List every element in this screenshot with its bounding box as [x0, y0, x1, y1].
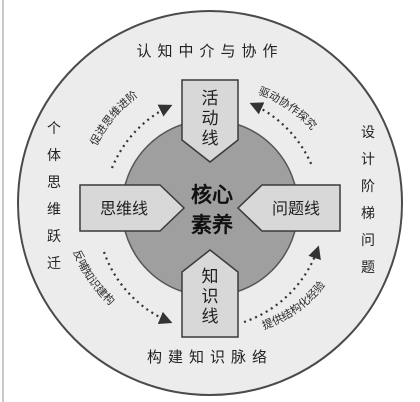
arm-right: [236, 184, 341, 232]
ring-left-char: 个: [47, 121, 61, 137]
ring-right-char: 问: [361, 233, 375, 249]
arrow-bottom-right: [243, 245, 321, 324]
ring-left-char: 跃: [47, 229, 61, 245]
ring-left-char: 思: [47, 175, 61, 191]
ring-right-char: 计: [361, 152, 375, 168]
ring-left-char: 维: [47, 202, 61, 218]
ring-right-char: 阶: [361, 179, 375, 195]
ring-bottom-label: 构建知识脉络: [147, 348, 273, 366]
arm-bottom-char3: 线: [202, 307, 219, 327]
arm-top-char2: 动: [202, 109, 219, 129]
arm-top-char3: 线: [202, 129, 219, 149]
ring-right-char: 题: [361, 260, 375, 276]
arm-bottom: [181, 249, 239, 338]
ring-top-label: 认知中介与协作: [136, 42, 283, 60]
arm-top-char1: 活: [202, 89, 219, 109]
arm-bottom-char2: 识: [202, 287, 219, 307]
arm-bottom-char1: 知: [202, 267, 219, 287]
ring-right-char: 设: [361, 125, 375, 141]
arm-left: [79, 184, 186, 232]
center-label-line1: 核心: [191, 183, 233, 207]
arrow-top-left: [110, 104, 173, 169]
center-label-line2: 素养: [191, 213, 233, 237]
arrow-top-right: [249, 102, 314, 167]
arrow-bottom-left: [102, 251, 173, 325]
ring-right-char: 梯: [361, 206, 375, 222]
arm-left-label: 思维线: [100, 199, 148, 218]
ring-left-char: 迁: [47, 256, 61, 272]
ring-left-char: 体: [47, 148, 61, 164]
arm-top: [181, 79, 239, 163]
arm-right-label: 问题线: [272, 199, 320, 218]
